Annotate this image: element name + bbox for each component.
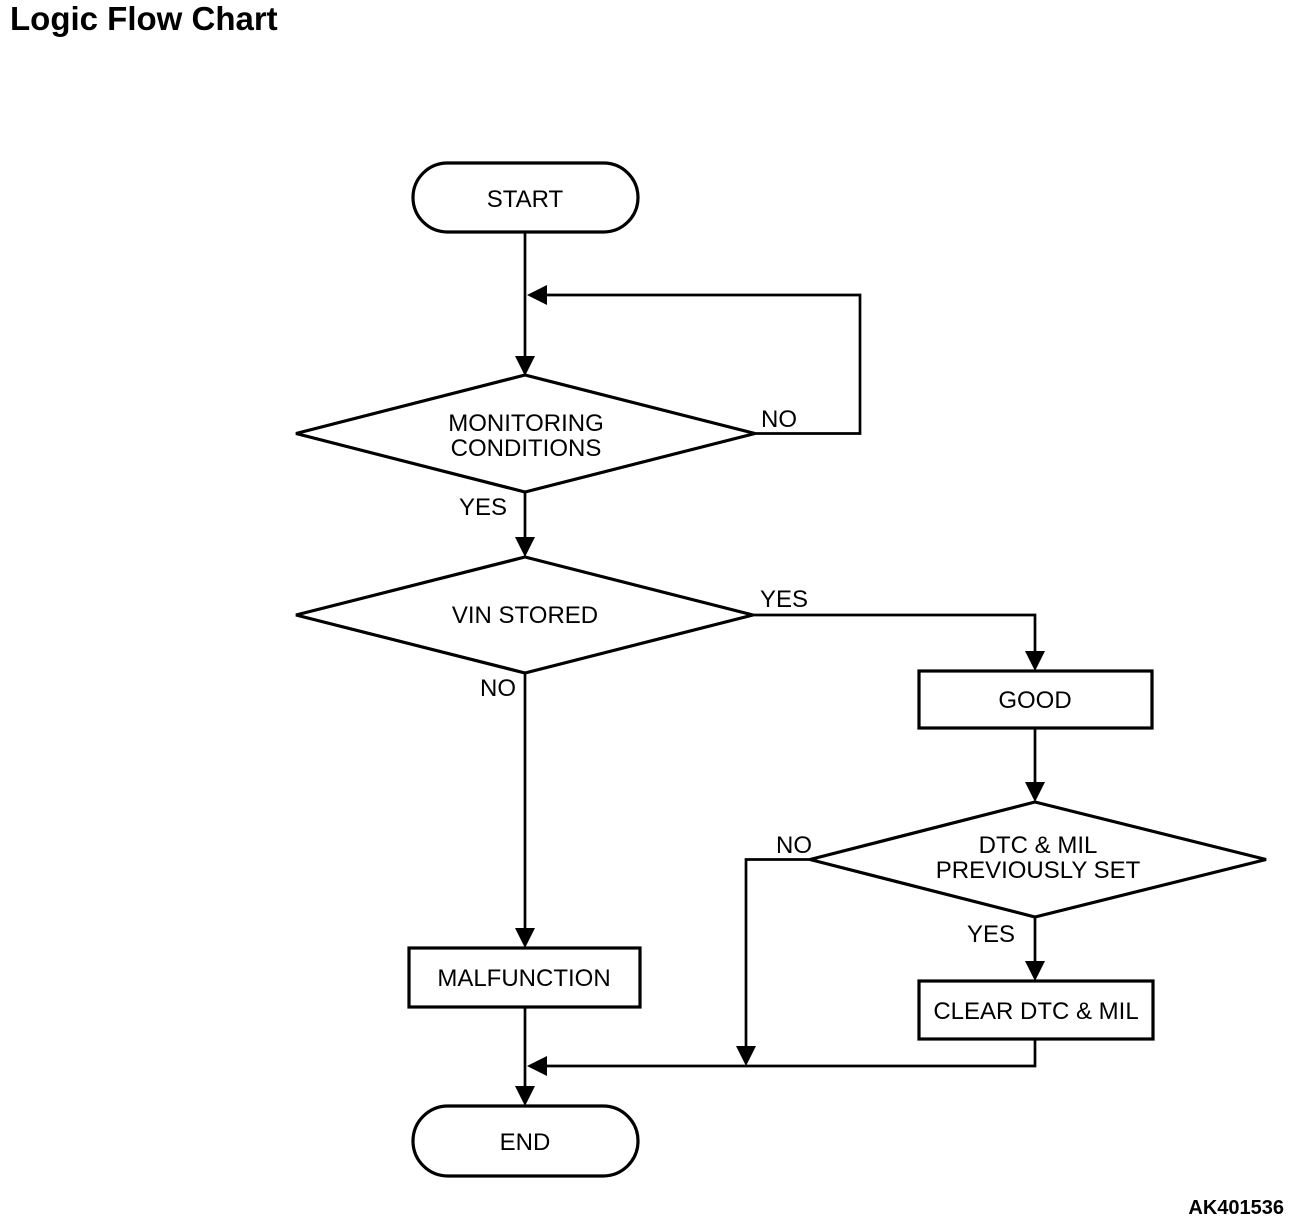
- arrowhead-down-icon: [515, 356, 535, 376]
- start-node-label: START: [487, 186, 564, 213]
- arrowhead-down-icon: [515, 1086, 535, 1106]
- edge-dtc-no-to-join: [736, 858, 810, 1066]
- arrowhead-down-icon: [1025, 782, 1045, 802]
- dtc-mil-label-line2: PREVIOUSLY SET: [936, 857, 1141, 884]
- vin-stored-label: VIN STORED: [452, 602, 598, 629]
- dtc-mil-label-line1: DTC & MIL: [979, 832, 1098, 859]
- clear-dtc-mil-label: CLEAR DTC & MIL: [933, 998, 1138, 1025]
- end-node: [411, 1104, 640, 1178]
- arrowhead-down-icon: [515, 537, 535, 557]
- monitoring-conditions-label-line2: CONDITIONS: [451, 435, 602, 462]
- vin-yes-branch-label: YES: [760, 586, 808, 613]
- edge-malfunction-to-end: [515, 1007, 535, 1106]
- good-node: [917, 669, 1154, 730]
- edge-monitoring-yes-to-vin: [515, 492, 535, 557]
- malfunction-label: MALFUNCTION: [437, 965, 610, 992]
- arrowhead-down-icon: [1025, 651, 1045, 671]
- edge-vin-no-to-malfunction: [515, 673, 535, 948]
- dtc-no-branch-label: NO: [776, 832, 812, 859]
- monitoring-no-branch-label: NO: [761, 406, 797, 433]
- arrowhead-down-icon: [1025, 961, 1045, 981]
- edge-start-to-monitoring: [515, 233, 535, 376]
- arrowhead-left-icon: [527, 285, 547, 305]
- edge-vin-yes-to-good: [752, 613, 1045, 671]
- edge-good-to-dtc: [1025, 728, 1045, 802]
- end-node-label: END: [500, 1129, 551, 1156]
- figure-code: AK401536: [1188, 1197, 1284, 1219]
- dtc-mil-previously-set-decision: [809, 800, 1267, 919]
- edge-clear-to-join: [527, 1039, 1037, 1076]
- arrowhead-down-icon: [515, 928, 535, 948]
- arrowhead-down-icon: [736, 1046, 756, 1066]
- vin-no-branch-label: NO: [480, 675, 516, 702]
- clear-dtc-mil-node: [917, 979, 1155, 1041]
- page-title: Logic Flow Chart: [10, 0, 278, 37]
- start-node: [411, 161, 640, 234]
- dtc-yes-branch-label: YES: [967, 921, 1015, 948]
- monitoring-conditions-decision: [295, 373, 756, 494]
- good-node-label: GOOD: [998, 687, 1071, 714]
- vin-stored-decision: [295, 555, 754, 675]
- monitoring-yes-branch-label: YES: [459, 494, 507, 521]
- malfunction-node: [407, 946, 642, 1009]
- edge-monitoring-no-loop: [527, 285, 862, 435]
- arrowhead-left-icon: [527, 1056, 547, 1076]
- edge-dtc-yes-to-clear: [1025, 917, 1045, 981]
- monitoring-conditions-label-line1: MONITORING: [448, 410, 604, 437]
